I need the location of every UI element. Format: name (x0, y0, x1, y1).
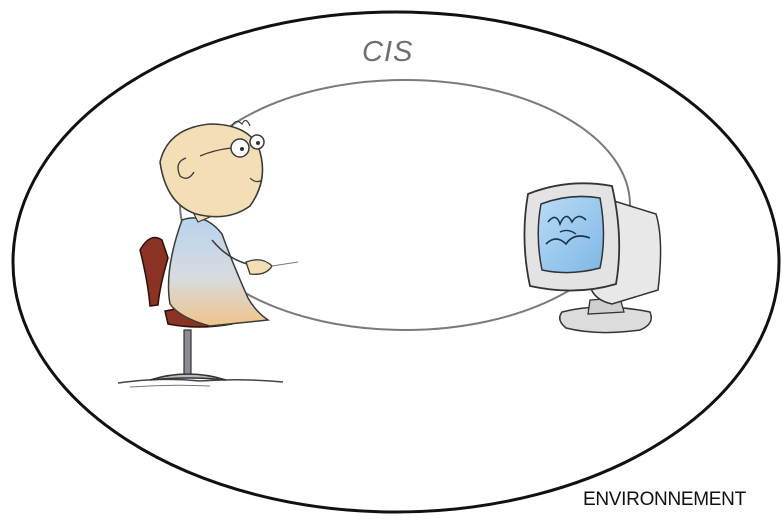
crt-monitor-icon (523, 182, 662, 334)
person-at-desk-icon (117, 119, 299, 388)
environment-boundary (11, 10, 781, 514)
cis-label: CIS (362, 36, 414, 68)
environment-label: ENVIRONNEMENT (583, 489, 746, 510)
